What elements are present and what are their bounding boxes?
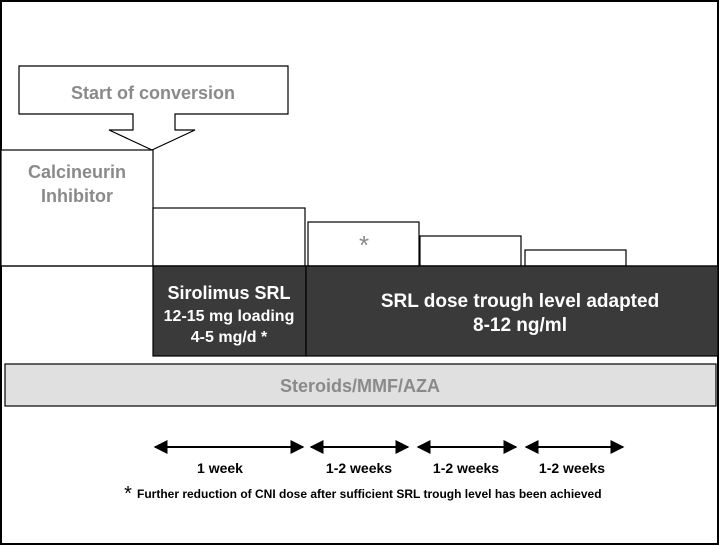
cni-step-1 (0, 149, 154, 267)
cni-step-5 (524, 249, 627, 267)
timeline-label-3: 1-2 weeks (433, 460, 499, 476)
srl-loading-block (152, 265, 307, 357)
cni-step-3 (307, 221, 420, 267)
cni-label-line2: Inhibitor (41, 186, 113, 206)
start-conversion-label: Start of conversion (71, 83, 235, 103)
srl-adapted-block (305, 265, 719, 357)
start-conversion-callout (18, 65, 289, 151)
srl-loading-line1: Sirolimus SRL (167, 283, 290, 303)
baseline-bar (4, 363, 717, 407)
srl-adapted-line1: SRL dose trough level adapted (381, 291, 659, 312)
timeline-label-4: 1-2 weeks (539, 460, 605, 476)
footnote-marker: * (124, 483, 132, 505)
cni-asterisk: * (359, 230, 369, 260)
baseline-label: Steroids/MMF/AZA (280, 376, 440, 396)
srl-adapted-line2: 8-12 ng/ml (473, 315, 567, 336)
srl-loading-line3: 4-5 mg/d * (191, 329, 268, 346)
cni-step-2 (152, 207, 306, 267)
cni-step-4 (419, 235, 522, 267)
cni-label-line1: Calcineurin (28, 162, 126, 182)
footnote-text: Further reduction of CNI dose after suff… (137, 487, 602, 501)
timeline-label-1: 1 week (197, 460, 243, 476)
timeline-label-2: 1-2 weeks (326, 460, 392, 476)
srl-loading-line2: 12-15 mg loading (164, 308, 295, 325)
